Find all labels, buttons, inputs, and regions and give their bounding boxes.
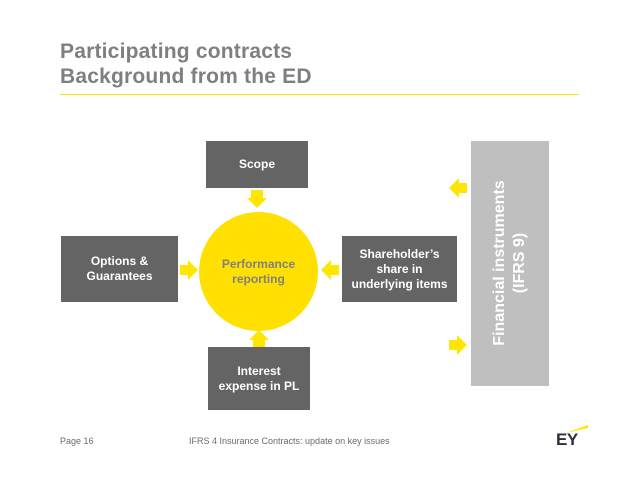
options-guarantees-box: Options & Guarantees — [61, 236, 178, 302]
page-title: Participating contracts Background from … — [60, 39, 312, 89]
scope-label: Scope — [238, 157, 275, 171]
arrow-up-from-interest — [249, 330, 269, 349]
performance-reporting-label: Performance reporting — [221, 256, 296, 286]
arrow-right-from-options — [180, 260, 198, 280]
financial-instruments-label: Financial instruments (IFRS 9) — [491, 180, 528, 346]
arrow-down-from-scope — [247, 190, 267, 208]
page-number: Page 16 — [60, 436, 94, 446]
shareholder-share-box: Shareholder’s share in underlying items — [342, 236, 457, 302]
interest-expense-box: Interest expense in PL — [208, 347, 310, 410]
financial-instruments-panel — [471, 141, 549, 386]
title-line-1: Participating contracts — [60, 40, 293, 63]
ey-logo-beam — [566, 425, 588, 433]
interest-expense-label: Interest expense in PL — [218, 363, 300, 393]
arrow-left-from-shareholder — [321, 260, 339, 280]
title-divider — [60, 94, 579, 95]
title-line-2: Background from the ED — [60, 65, 312, 88]
options-guarantees-label: Options & Guarantees — [86, 254, 153, 283]
arrow-left-outward — [449, 178, 467, 198]
document-title: IFRS 4 Insurance Contracts: update on ke… — [189, 436, 390, 446]
arrow-right-inward — [449, 335, 467, 355]
scope-box: Scope — [206, 141, 308, 188]
shareholder-share-label: Shareholder’s share in underlying items — [351, 246, 448, 291]
performance-reporting-circle: Performance reporting — [199, 212, 318, 331]
ey-logo: EY — [556, 430, 578, 449]
